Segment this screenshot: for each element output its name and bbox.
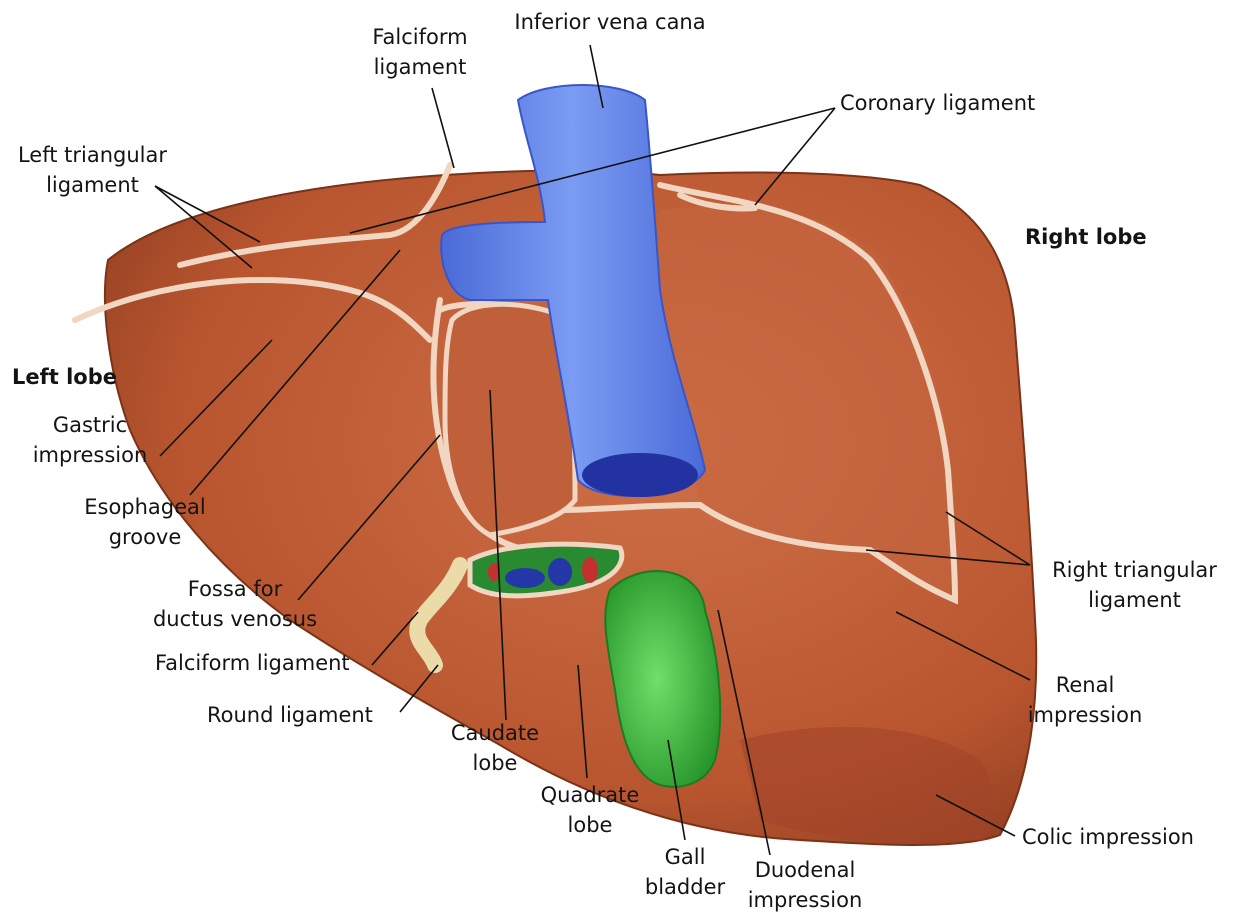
label-esophageal-line2: groove <box>70 522 220 552</box>
label-left-triangular-line2: ligament <box>5 170 180 200</box>
label-gall-bladder: Gall bladder <box>625 842 745 902</box>
label-gastric-line2: impression <box>20 440 160 470</box>
label-renal-line1: Renal <box>1020 670 1150 700</box>
label-fossa-line1: Fossa for <box>135 574 335 604</box>
label-renal-line2: impression <box>1020 700 1150 730</box>
label-falciform-ligament-bottom: Falciform ligament <box>155 648 350 678</box>
label-right-lobe: Right lobe <box>1025 222 1147 252</box>
label-inferior-vena-cava: Inferior vena cana <box>495 7 725 37</box>
label-coronary-ligament: Coronary ligament <box>840 88 1035 118</box>
ivc-lumen <box>582 453 698 497</box>
label-caudate-lobe: Caudate lobe <box>430 718 560 778</box>
label-colic-impression: Colic impression <box>1022 822 1194 852</box>
label-gall-line2: bladder <box>625 872 745 902</box>
label-falciform-top-line2: ligament <box>355 52 485 82</box>
label-round-ligament: Round ligament <box>207 700 373 730</box>
label-left-lobe: Left lobe <box>12 362 117 392</box>
label-gastric-line1: Gastric <box>20 410 160 440</box>
label-falciform-ligament-top: Falciform ligament <box>355 22 485 82</box>
label-renal-impression: Renal impression <box>1020 670 1150 730</box>
label-duodenal-impression: Duodenal impression <box>730 855 880 915</box>
label-duodenal-line2: impression <box>730 885 880 915</box>
portal-vessel-2 <box>548 558 572 586</box>
label-caudate-line2: lobe <box>430 748 560 778</box>
label-right-triangular-line2: ligament <box>1032 585 1237 615</box>
label-esophageal-groove: Esophageal groove <box>70 492 220 552</box>
label-caudate-line1: Caudate <box>430 718 560 748</box>
label-quadrate-line1: Quadrate <box>520 780 660 810</box>
label-duodenal-line1: Duodenal <box>730 855 880 885</box>
label-fossa-line2: ductus venosus <box>135 604 335 634</box>
label-quadrate-line2: lobe <box>520 810 660 840</box>
label-gastric-impression: Gastric impression <box>20 410 160 470</box>
label-left-triangular-ligament: Left triangular ligament <box>5 140 180 200</box>
label-quadrate-lobe: Quadrate lobe <box>520 780 660 840</box>
label-right-triangular-line1: Right triangular <box>1032 555 1237 585</box>
label-left-triangular-line1: Left triangular <box>5 140 180 170</box>
label-esophageal-line1: Esophageal <box>70 492 220 522</box>
label-gall-line1: Gall <box>625 842 745 872</box>
label-fossa-ductus-venosus: Fossa for ductus venosus <box>135 574 335 634</box>
label-falciform-top-line1: Falciform <box>355 22 485 52</box>
portal-vessel-3 <box>582 557 598 583</box>
portal-vessel-1 <box>505 568 545 588</box>
label-right-triangular-ligament: Right triangular ligament <box>1032 555 1237 615</box>
